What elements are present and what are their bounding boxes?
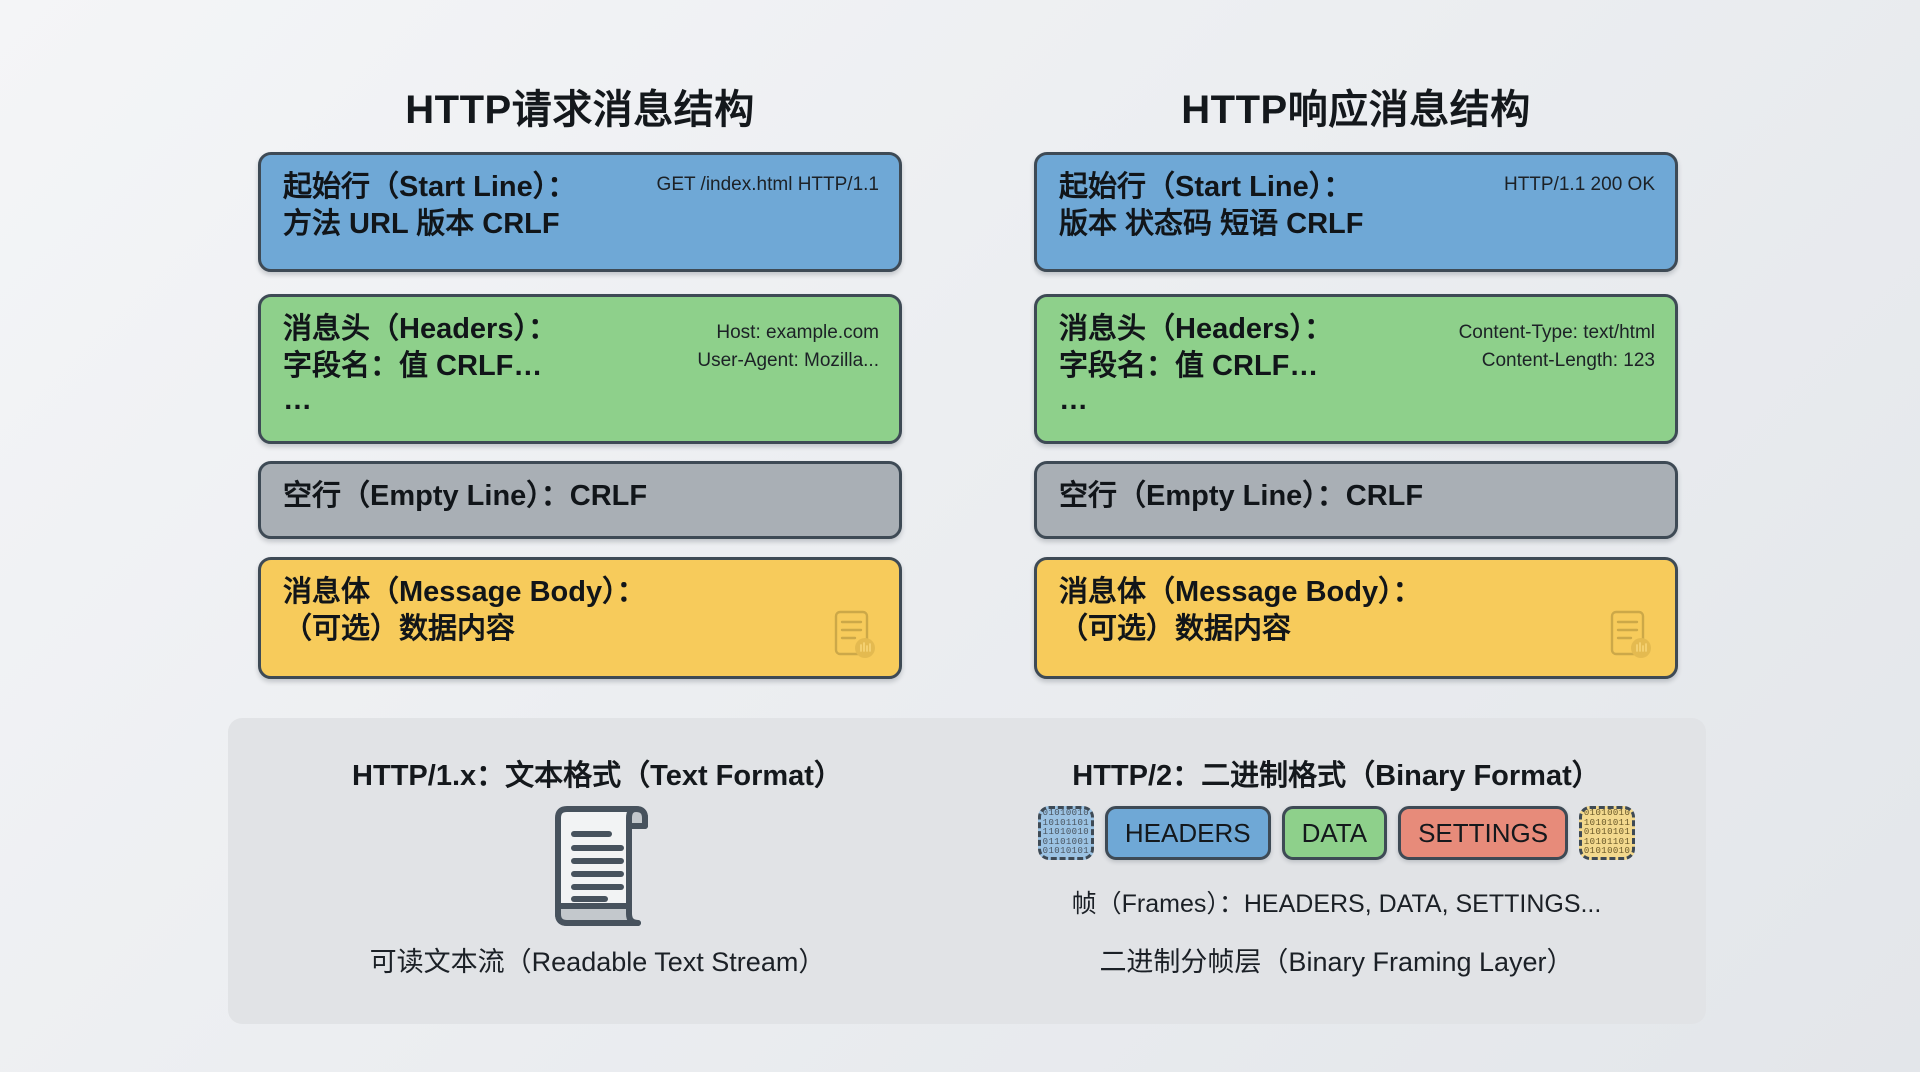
http2-frames-row: 01010010 10101101 11010010 01101001 0101… [967,806,1706,860]
binary-digit-line: 10101101 [1042,817,1090,828]
document-watermark-icon [834,610,875,658]
http2-frames-note: 帧（Frames）：HEADERS, DATA, SETTINGS... [1071,890,1602,918]
request-headers-sublabel: 字段名：值 CRLF… [283,350,543,383]
response-empty-line-box: 空行（Empty Line）：CRLF [1034,461,1678,539]
request-headers-example-line-1: Host: example.com [716,322,879,343]
binary-block-left-icon: 01010010 10101101 11010010 01101001 0101… [1037,806,1094,860]
http2-caption: 二进制分帧层（Binary Framing Layer） [1099,947,1574,977]
response-headers-ellipsis: … [1059,384,1088,417]
response-message-body-box: 消息体（Message Body）： （可选）数据内容 [1034,557,1678,679]
scroll-document-icon [554,806,648,926]
response-headers-example: Content-Type: text/html Content-Length: … [1459,319,1655,374]
frame-chip-settings[interactable]: SETTINGS [1398,806,1569,860]
response-message-body-sublabel: （可选）数据内容 [1059,613,1292,646]
response-empty-line-label: 空行（Empty Line）：CRLF [1059,480,1424,512]
binary-block-right-icon: 01010010 10101011 01010101 10101101 0101… [1579,806,1636,860]
frame-chip-headers-label: HEADERS [1124,817,1251,848]
request-empty-line-label: 空行（Empty Line）：CRLF [283,480,648,512]
document-watermark-icon [1610,610,1651,658]
response-start-line-box: 起始行（Start Line）： 版本 状态码 短语 CRLF HTTP/1.1… [1034,152,1678,272]
request-message-body-box: 消息体（Message Body）： （可选）数据内容 [258,557,902,679]
response-start-line-example: HTTP/1.1 200 OK [1503,174,1655,195]
binary-digit-line: 10101101 [1583,836,1631,847]
response-headers-box: 消息头（Headers）： 字段名：值 CRLF… … Content-Type… [1034,294,1678,444]
request-headers-label: 消息头（Headers）： [283,313,557,345]
binary-digit-line: 10101011 [1583,817,1631,828]
binary-digit-line: 01010010 [1042,808,1090,819]
frame-chip-data-label: DATA [1301,817,1368,848]
binary-digit-line: 01010010 [1583,808,1631,819]
frame-chip-data[interactable]: DATA [1281,806,1388,860]
request-start-line-label: 起始行（Start Line）： [283,171,577,203]
binary-digit-line: 01010101 [1583,827,1631,838]
frame-chip-settings-label: SETTINGS [1418,817,1549,848]
request-message-body-label: 消息体（Message Body）： [283,576,646,608]
frame-chip-headers[interactable]: HEADERS [1104,806,1271,860]
http2-title: HTTP/2：二进制格式（Binary Format） [1072,760,1601,792]
response-column-title: HTTP响应消息结构 [1181,88,1531,132]
request-column-title: HTTP请求消息结构 [405,88,755,132]
http1x-title: HTTP/1.x：文本格式（Text Format） [352,760,843,792]
request-message-body-sublabel: （可选）数据内容 [283,613,516,646]
binary-digit-line: 01010010 [1583,846,1631,857]
response-headers-sublabel: 字段名：值 CRLF… [1059,350,1319,383]
response-headers-label: 消息头（Headers）： [1059,313,1333,345]
response-start-line-sublabel: 版本 状态码 短语 CRLF [1059,208,1364,241]
binary-digit-line: 01010101 [1042,846,1090,857]
binary-digit-line: 11010010 [1042,827,1090,838]
binary-digit-line: 01101001 [1042,836,1090,847]
response-headers-example-line-1: Content-Type: text/html [1458,322,1655,343]
http1x-caption: 可读文本流（Readable Text Stream） [369,947,826,977]
request-empty-line-box: 空行（Empty Line）：CRLF [258,461,902,539]
request-start-line-example: GET /index.html HTTP/1.1 [656,174,879,195]
format-comparison-panel: HTTP/1.x：文本格式（Text Format） 可读文本流（Readabl… [228,718,1706,1024]
request-headers-example-line-2: User-Agent: Mozilla... [697,349,879,371]
request-headers-box: 消息头（Headers）： 字段名：值 CRLF… … Host: exampl… [258,294,902,444]
request-headers-ellipsis: … [283,384,312,417]
http2-section: HTTP/2：二进制格式（Binary Format） 01010010 101… [967,718,1706,1024]
response-headers-example-line-2: Content-Length: 123 [1481,349,1655,371]
http1x-section: HTTP/1.x：文本格式（Text Format） 可读文本流（Readabl… [228,718,967,1024]
response-message-body-label: 消息体（Message Body）： [1059,576,1422,608]
request-start-line-sublabel: 方法 URL 版本 CRLF [283,208,560,241]
request-start-line-box: 起始行（Start Line）： 方法 URL 版本 CRLF GET /ind… [258,152,902,272]
request-headers-example: Host: example.com User-Agent: Mozilla... [697,319,879,374]
response-start-line-label: 起始行（Start Line）： [1059,171,1353,203]
